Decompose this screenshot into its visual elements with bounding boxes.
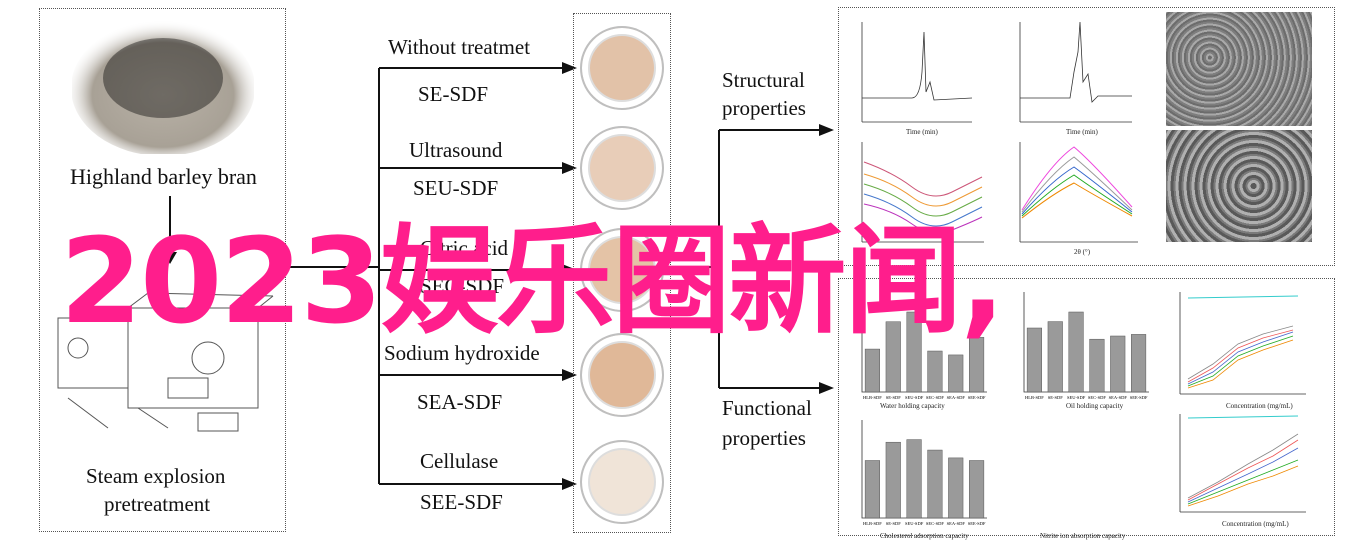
treatment-3-method: Sodium hydroxide — [384, 341, 540, 365]
bar-tick-label: SEU-SDF — [1067, 395, 1086, 400]
treatment-2-code: SEC-SDF — [420, 274, 505, 298]
bar-HLB-SDF — [1026, 327, 1042, 393]
abts-xlabel: Concentration (mg/mL) — [1222, 520, 1289, 528]
treatment-4-method: Cellulase — [420, 449, 499, 473]
barley-bran-powder-image — [71, 16, 255, 156]
bar-SEE-SDF — [969, 460, 985, 519]
dpph-xlabel: Concentration (mg/mL) — [1226, 402, 1293, 410]
sample-dish-seu — [580, 126, 664, 210]
treatment-0-code: SE-SDF — [418, 82, 489, 106]
structural-charts — [861, 21, 1138, 243]
bar-SEA-SDF — [1110, 335, 1126, 393]
bar-SEC-SDF — [1089, 338, 1105, 393]
bar-SEU-SDF — [906, 439, 922, 519]
treatment-1-code: SEU-SDF — [413, 176, 499, 200]
bar-SEA-SDF — [948, 354, 964, 393]
bar-SEU-SDF — [1068, 311, 1084, 393]
xrd-xlabel: 2θ (°) — [1074, 248, 1091, 256]
bar-tick-label: SEE-SDF — [968, 395, 986, 400]
bar-SEE-SDF — [1131, 334, 1147, 393]
sample-dish-see — [580, 440, 664, 524]
functional-label-line2: properties — [722, 426, 806, 450]
functional-properties-panel — [838, 278, 1335, 536]
oil-holding-caption: Oil holding capacity — [1066, 402, 1124, 410]
sample-dish-sea — [580, 333, 664, 417]
antioxidant-line-charts — [1179, 292, 1306, 513]
sem-image-bottom — [1166, 130, 1312, 242]
bar-SEE-SDF — [969, 337, 985, 393]
output-arrows — [671, 124, 834, 394]
bar-tick-label: SEE-SDF — [968, 521, 986, 526]
bar-tick-label: SEC-SDF — [1088, 395, 1107, 400]
bar-tick-label: SE-SDF — [1048, 395, 1064, 400]
bar-tick-label: SEE-SDF — [1130, 395, 1148, 400]
bar-tick-label: SE-SDF — [886, 395, 902, 400]
treatment-1-method: Ultrasound — [409, 138, 503, 162]
bar-tick-label: SEA-SDF — [1109, 395, 1128, 400]
bar-HLB-SDF — [864, 348, 880, 393]
raw-material-label: Highland barley bran — [70, 164, 257, 189]
bar-SE-SDF — [885, 441, 901, 519]
branch-arrows — [286, 62, 577, 490]
bar-chart-axes — [861, 292, 987, 393]
sem-image-top — [1166, 12, 1312, 126]
bar-tick-label: HLB-SDF — [863, 521, 882, 526]
bar-tick-label: SEA-SDF — [947, 395, 966, 400]
bar-SE-SDF — [885, 321, 901, 393]
bar-tick-label: SEC-SDF — [926, 521, 945, 526]
structural-label-line2: properties — [722, 96, 806, 120]
treatment-4-code: SEE-SDF — [420, 490, 503, 514]
tic2-xlabel: Time (min) — [1066, 128, 1098, 136]
samples-panel — [573, 13, 671, 533]
bar-chart-axes — [1023, 292, 1149, 393]
nitrite-caption: Nitrite ion absorption capacity — [1040, 532, 1126, 540]
bar-SEC-SDF — [927, 350, 943, 393]
bar-tick-label: HLB-SDF — [1025, 395, 1044, 400]
down-arrow — [163, 196, 177, 264]
cholesterol-caption: Cholesterol adsorption capacity — [880, 532, 969, 540]
bar-tick-label: SEA-SDF — [947, 521, 966, 526]
water-holding-caption: Water holding capacity — [880, 402, 945, 410]
functional-label-line1: Functional — [722, 396, 812, 420]
bar-SEA-SDF — [948, 457, 964, 519]
sample-dish-sec — [580, 228, 664, 312]
steam-explosion-equipment-image — [48, 288, 274, 438]
tic-xlabel: Time (min) — [906, 128, 938, 136]
structural-label-line1: Structural — [722, 68, 805, 92]
bar-HLB-SDF — [864, 460, 880, 519]
sample-dish-se — [580, 26, 664, 110]
structural-properties-panel — [838, 7, 1335, 266]
bar-tick-label: HLB-SDF — [863, 395, 882, 400]
bar-tick-label: SE-SDF — [886, 521, 902, 526]
process-label-line2: pretreatment — [104, 492, 211, 516]
treatment-2-method: Citric acid — [420, 236, 509, 260]
bar-chart-axes — [861, 420, 987, 519]
bar-tick-label: SEU-SDF — [905, 521, 924, 526]
bar-SEC-SDF — [927, 449, 943, 519]
overlay-watermark-text: 2023娱乐圈新闻, — [60, 212, 1005, 350]
bar-tick-label: SEC-SDF — [926, 395, 945, 400]
bar-SEU-SDF — [906, 311, 922, 393]
treatment-3-code: SEA-SDF — [417, 390, 503, 414]
bar-tick-label: SEU-SDF — [905, 395, 924, 400]
bar-SE-SDF — [1047, 321, 1063, 393]
raw-material-panel — [39, 8, 286, 532]
process-label-line1: Steam explosion — [86, 464, 226, 488]
treatment-0-method: Without treatmet — [388, 35, 531, 59]
